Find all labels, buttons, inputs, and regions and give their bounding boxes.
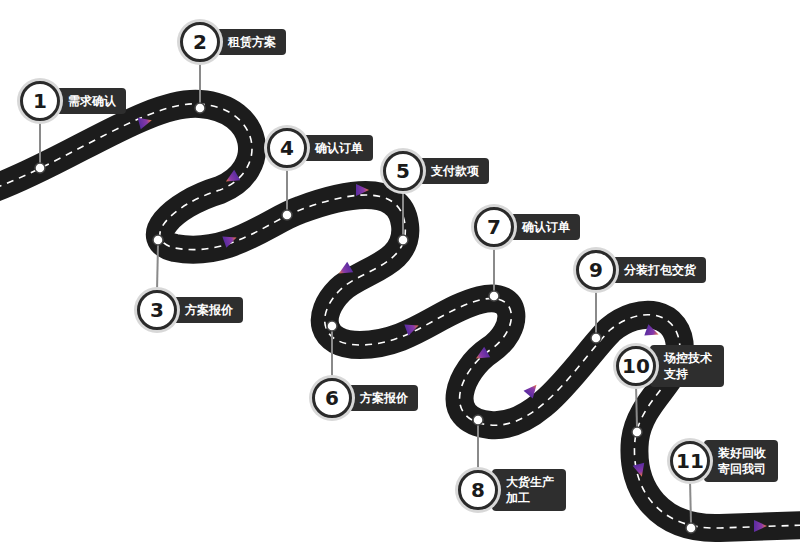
leader-lines <box>40 61 691 523</box>
step-label: 方案报价 <box>171 297 243 323</box>
step-badge: 2租赁方案 <box>180 22 286 62</box>
step-label: 分装打包交货 <box>610 257 706 283</box>
step-number: 2 <box>180 22 220 62</box>
step-badge: 11装好回收 寄回我司 <box>670 440 778 482</box>
step-number: 7 <box>474 207 514 247</box>
step-badge: 10场控技术 支持 <box>616 345 724 387</box>
step-label: 方案报价 <box>346 385 418 411</box>
step-number: 4 <box>267 128 307 168</box>
step-label: 租赁方案 <box>214 29 286 55</box>
step-number: 10 <box>616 346 656 386</box>
road-center-line <box>0 104 800 528</box>
road-stop-dots <box>35 103 696 533</box>
step-label: 需求确认 <box>54 88 126 114</box>
step-badge: 9分装打包交货 <box>576 250 706 290</box>
step-number: 1 <box>20 81 60 121</box>
step-badge: 5支付款项 <box>383 151 489 191</box>
step-label: 大货生产 加工 <box>492 469 566 511</box>
step-number: 9 <box>576 250 616 290</box>
road-body <box>0 104 800 528</box>
step-badge: 6方案报价 <box>312 378 418 418</box>
direction-arrows <box>138 114 767 532</box>
step-label: 场控技术 支持 <box>650 345 724 387</box>
step-badge: 8大货生产 加工 <box>458 469 566 511</box>
step-number: 11 <box>670 441 710 481</box>
step-badge: 1需求确认 <box>20 81 126 121</box>
step-number: 5 <box>383 151 423 191</box>
step-badge: 7确认订单 <box>474 207 580 247</box>
step-number: 6 <box>312 378 352 418</box>
step-label: 装好回收 寄回我司 <box>704 440 778 482</box>
step-badge: 3方案报价 <box>137 290 243 330</box>
step-number: 3 <box>137 290 177 330</box>
step-number: 8 <box>458 470 498 510</box>
step-badge: 4确认订单 <box>267 128 373 168</box>
step-label: 确认订单 <box>301 135 373 161</box>
step-label: 支付款项 <box>417 158 489 184</box>
step-label: 确认订单 <box>508 214 580 240</box>
